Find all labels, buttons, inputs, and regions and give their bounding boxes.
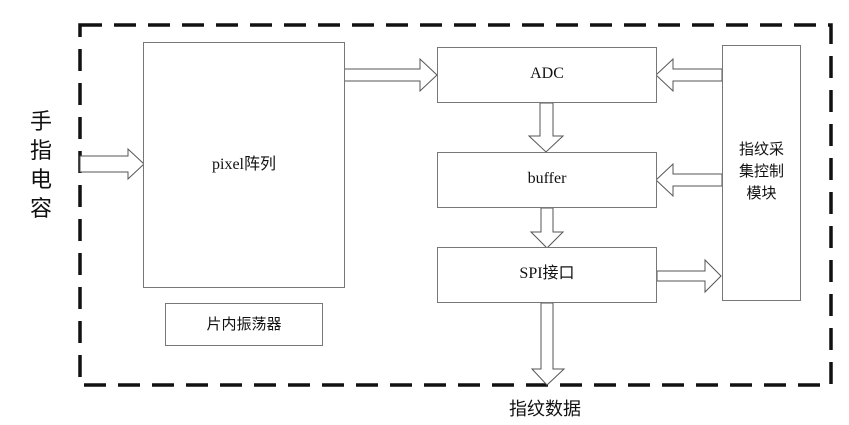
spi-label: SPI接口 [519,265,575,282]
arrow-buffer-to-spi [529,207,565,249]
arrow-spi-to-controller [656,258,722,294]
input-label: 手 指 电 容 [26,108,56,224]
chip-boundary-outline [78,23,833,387]
input-label-char: 容 [29,197,52,222]
arrow-controller-to-buffer [655,162,723,198]
input-label-char: 指 [29,139,52,164]
oscillator-block [165,303,323,346]
adc-label: ADC [530,65,564,82]
adc-block [437,47,657,103]
arrow-input-to-pixel [79,147,145,181]
pixel-array-block [143,42,345,288]
spi-block [437,247,657,303]
arrow-spi-to-output [530,302,566,386]
buffer-label: buffer [527,170,567,187]
arrow-pixel-to-adc [343,57,438,93]
controller-label-line: 模块 [746,184,777,202]
controller-label: 指纹采 集控制 模块 [722,138,801,204]
buffer-block [437,152,657,208]
output-label: 指纹数据 [509,399,581,420]
controller-label-line: 集控制 [738,162,784,180]
oscillator-label: 片内振荡器 [206,315,282,333]
controller-label-line: 指纹采 [738,140,784,158]
pixel-array-label: pixel阵列 [212,156,276,173]
arrow-adc-to-buffer [527,102,565,153]
input-label-char: 手 [29,110,52,135]
input-label-char: 电 [29,168,52,193]
arrow-controller-to-adc [655,57,723,93]
controller-block [722,45,801,301]
